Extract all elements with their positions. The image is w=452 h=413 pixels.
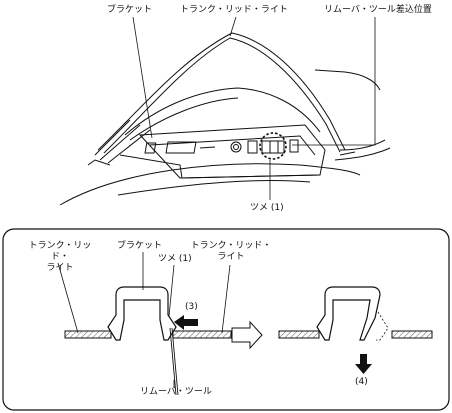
top-leader-lines xyxy=(132,16,376,200)
label-bracket-detail: ブラケット xyxy=(117,241,163,251)
original-tab-outline xyxy=(376,311,389,341)
pull-arrow-4 xyxy=(355,354,372,374)
detail-frame xyxy=(2,228,450,411)
label-remover-tool-insert-position: リムーバ・ツール差込位置 xyxy=(324,5,432,15)
left-panel-section xyxy=(64,330,232,339)
label-step-4: (4) xyxy=(355,377,368,387)
left-bracket-clip xyxy=(107,286,177,341)
label-bracket-top: ブラケット xyxy=(107,5,153,15)
trunk-lid-drawing xyxy=(59,32,391,206)
transition-arrow xyxy=(231,320,263,350)
push-arrow-3 xyxy=(174,315,198,330)
label-trunk-lid-light-left: トランク・リッド・ ライト xyxy=(28,241,92,273)
detail-leader-lines xyxy=(57,252,231,388)
right-panel-section xyxy=(278,330,433,339)
label-trunk-lid-light-right: トランク・リッド・ ライト xyxy=(190,241,272,262)
right-bracket-clip xyxy=(316,286,381,341)
remover-tool xyxy=(169,327,179,396)
label-tab-1-top: ツメ (1) xyxy=(250,203,284,213)
tab-highlight-circle xyxy=(259,132,287,160)
label-trunk-lid-light-top: トランク・リッド・ライト xyxy=(180,5,288,15)
label-remover-tool: リムーバ・ツール xyxy=(140,387,212,397)
label-tab-1-detail: ツメ (1) xyxy=(158,254,192,264)
label-step-3: (3) xyxy=(185,302,198,312)
